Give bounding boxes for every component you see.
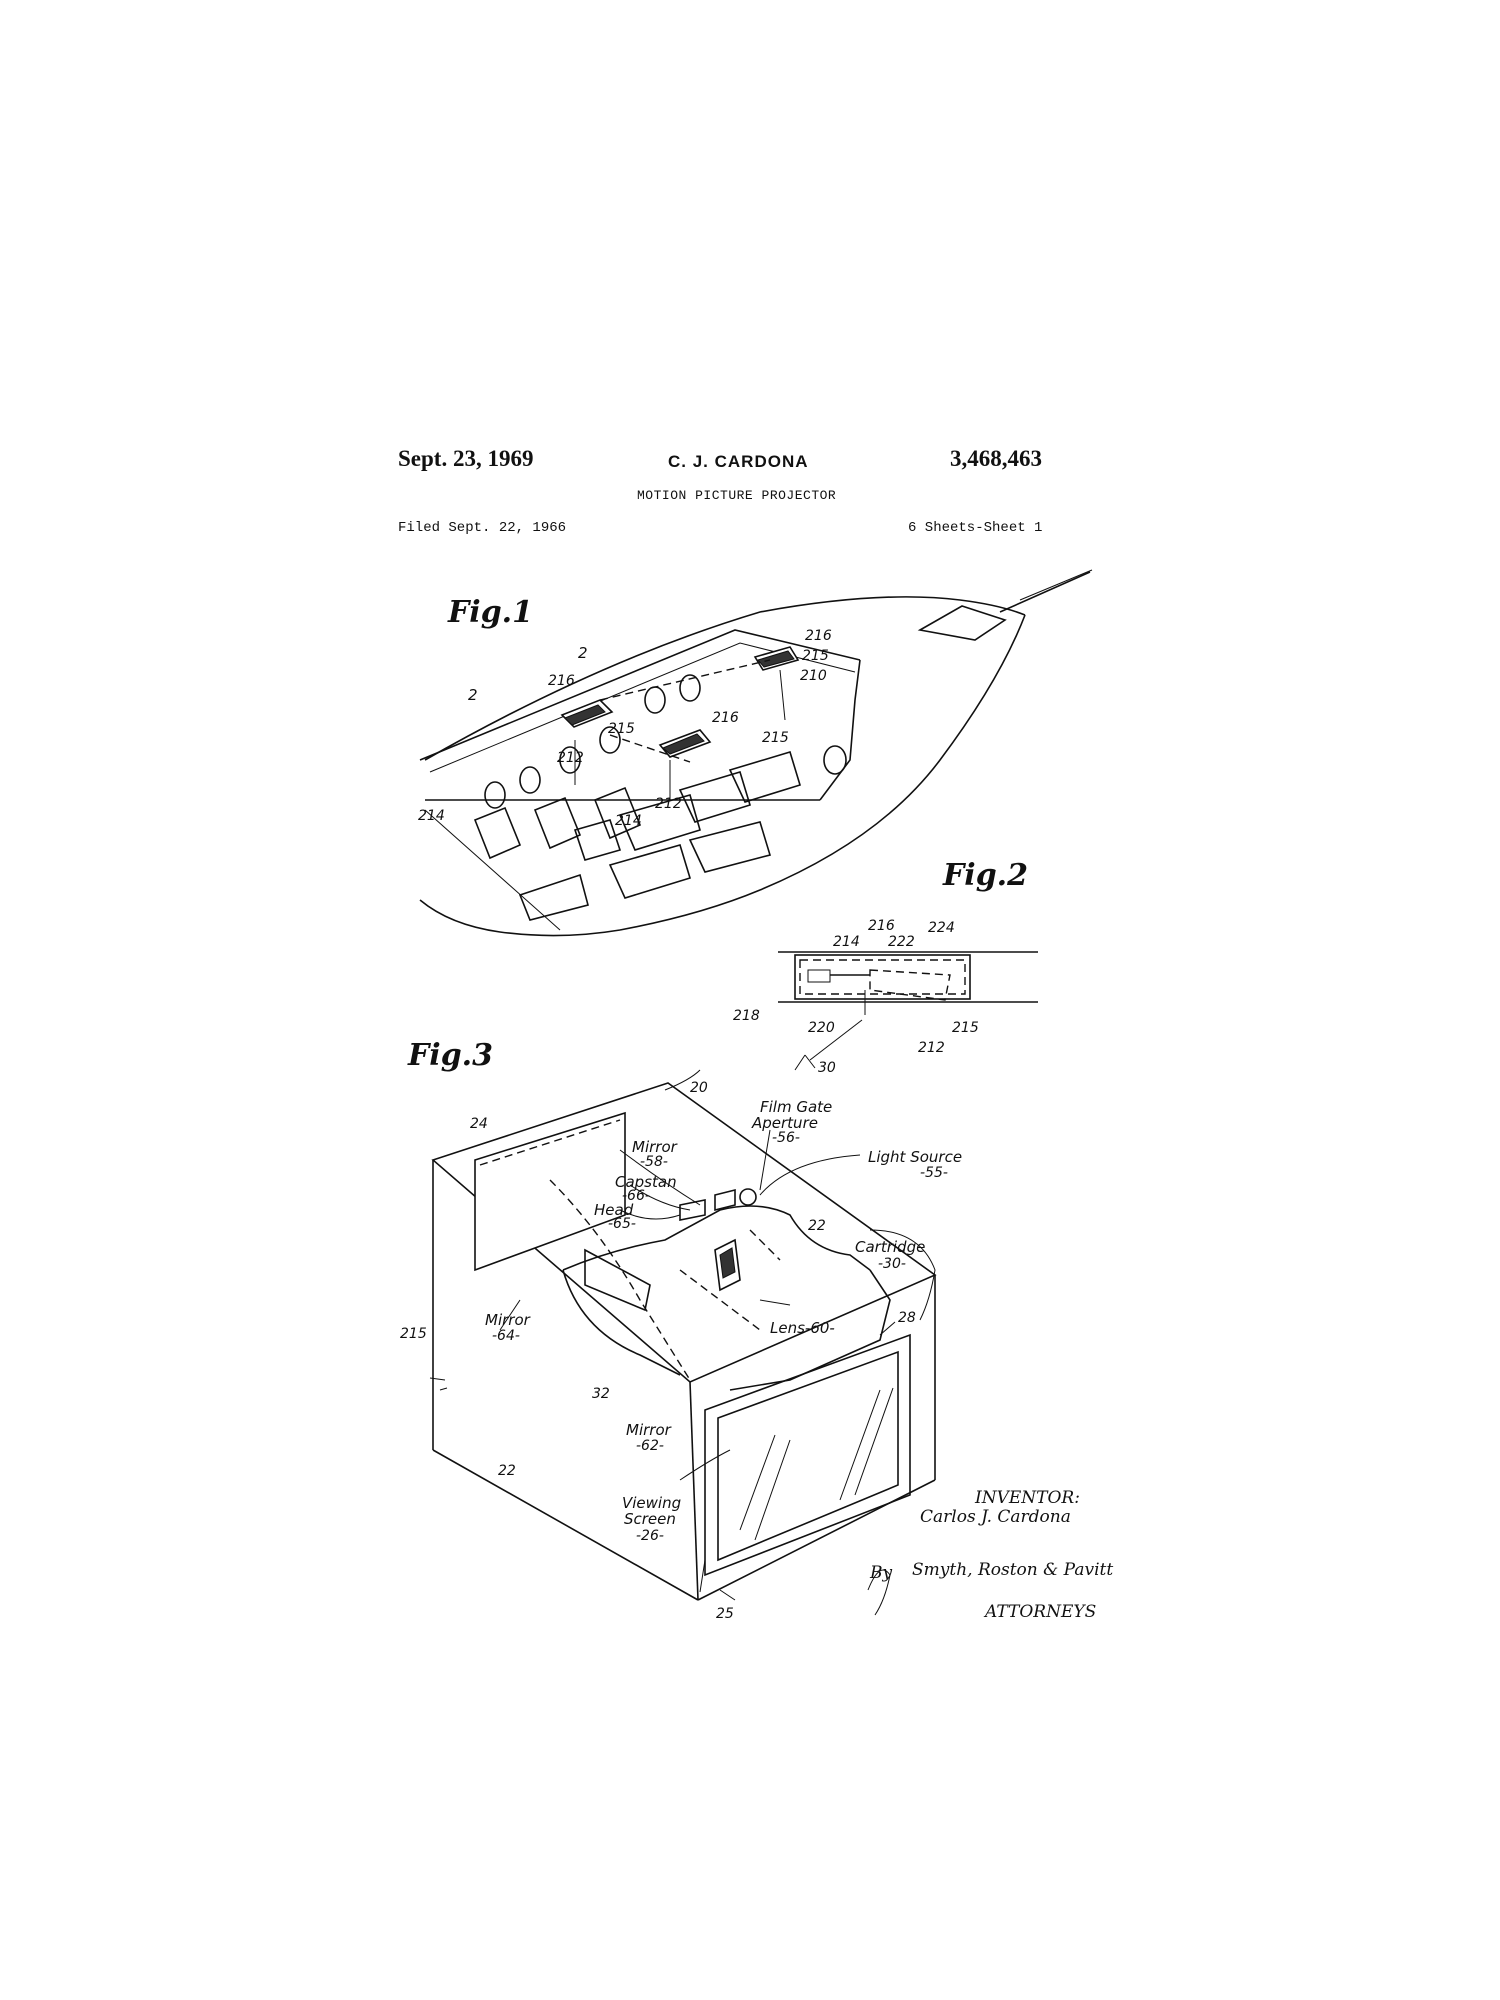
fig3-ref-24: 24 — [470, 1116, 488, 1132]
filed-date: Filed Sept. 22, 1966 — [398, 520, 567, 536]
fig3-ref-22a: 22 — [808, 1218, 826, 1234]
fig1-ref-215a: 215 — [608, 721, 635, 737]
fig1-ref-215c: 215 — [762, 730, 789, 746]
fig3-light-source: Light Source — [868, 1148, 962, 1166]
inventor-heading: INVENTOR: — [974, 1488, 1080, 1508]
fig3-ref-55: -55- — [920, 1165, 948, 1181]
fig1-ref-214b: 214 — [615, 813, 642, 829]
fig1-ref-216c: 216 — [712, 710, 739, 726]
attorneys-heading: ATTORNEYS — [983, 1602, 1096, 1622]
inventor-name: Carlos J. Cardona — [920, 1507, 1071, 1527]
fig1-ref-2b: 2 — [468, 686, 478, 704]
fig3-ref-28: 28 — [898, 1310, 916, 1326]
fig3-ref-25: 25 — [716, 1606, 734, 1622]
by-mark: By — [869, 1563, 892, 1583]
fig1-ref-215b: 215 — [802, 648, 829, 664]
patent-number: 3,468,463 — [950, 446, 1042, 471]
fig3-capstan: Capstan — [615, 1173, 677, 1191]
fig2-caption: Fig.2 — [942, 858, 1028, 893]
attorneys-signature: Smyth, Roston & Pavitt — [912, 1560, 1113, 1580]
patent-title: MOTION PICTURE PROJECTOR — [637, 488, 837, 503]
signature-block: INVENTOR: Carlos J. Cardona By Smyth, Ro… — [867, 1488, 1113, 1622]
fig3-ref-66: -66- — [622, 1188, 650, 1204]
fig1-ref-212a: 212 — [557, 750, 584, 766]
fig3-ref-58: -58- — [640, 1154, 668, 1170]
fig1-ref-216b: 216 — [805, 628, 832, 644]
patent-date: Sept. 23, 1969 — [398, 446, 534, 471]
fig1-ref-214a: 214 — [418, 808, 445, 824]
fig3-ref-62: -62- — [636, 1438, 664, 1454]
fig2-ref-222: 222 — [888, 934, 915, 950]
fig3-aperture: Aperture — [751, 1114, 818, 1132]
fig3-lens: Lens-60- — [770, 1319, 835, 1337]
fig3-caption: Fig.3 — [407, 1038, 493, 1073]
fig3-film-gate: Film Gate — [760, 1098, 832, 1116]
fig1-ref-216a: 216 — [548, 673, 575, 689]
fig3-mirror-64: Mirror — [485, 1311, 531, 1329]
projector-unit — [560, 646, 800, 758]
fig3-mirror-62: Mirror — [626, 1421, 672, 1439]
fig3-cartridge: Cartridge — [855, 1238, 925, 1256]
fig3-screen: Screen — [624, 1510, 676, 1528]
fig3-mirror-58: Mirror — [632, 1138, 678, 1156]
fig3-ref-215: 215 — [400, 1326, 427, 1342]
fig2-ref-30: 30 — [818, 1060, 836, 1076]
fig1-ref-212b: 212 — [655, 796, 682, 812]
fig2-ref-214: 214 — [833, 934, 860, 950]
fig3-ref-32: 32 — [592, 1386, 610, 1402]
fig3-ref-30: -30- — [878, 1256, 906, 1272]
fig2-ref-215: 215 — [952, 1020, 979, 1036]
fig3-ref-64: -64- — [492, 1328, 520, 1344]
fig2-ref-212: 212 — [918, 1040, 945, 1056]
fig3-ref-65: -65- — [608, 1216, 636, 1232]
fig1-ref-210: 210 — [800, 668, 827, 684]
fig3-ref-22b: 22 — [498, 1463, 516, 1479]
sheet-count: 6 Sheets-Sheet 1 — [908, 520, 1043, 536]
fig3-ref-20: 20 — [690, 1080, 708, 1096]
fig3-labels: 20 24 Film Gate Aperture -56- Light Sour… — [400, 1080, 962, 1622]
fig3-ref-56: -56- — [772, 1130, 800, 1146]
figure-1-aircraft-cabin: Fig.1 — [418, 569, 1093, 937]
fig2-ref-216: 216 — [868, 918, 895, 934]
fig1-labels: 2 2 216 216 216 215 215 215 210 212 212 … — [418, 628, 832, 829]
fig1-caption: Fig.1 — [447, 595, 533, 630]
fig3-viewing: Viewing — [622, 1494, 681, 1512]
fig2-ref-218: 218 — [733, 1008, 760, 1024]
figure-2-section: Fig.2 216 224 214 222 218 220 215 30 212 — [733, 858, 1038, 1076]
fig3-head: Head — [594, 1201, 634, 1219]
fig2-ref-220: 220 — [808, 1020, 835, 1036]
fig2-ref-224: 224 — [928, 920, 955, 936]
fig1-ref-2a: 2 — [578, 644, 588, 662]
fig3-ref-26: -26- — [636, 1528, 664, 1544]
figure-3-projector-cabinet: Fig.3 — [400, 1038, 962, 1622]
inventor-header: C. J. CARDONA — [668, 452, 809, 471]
